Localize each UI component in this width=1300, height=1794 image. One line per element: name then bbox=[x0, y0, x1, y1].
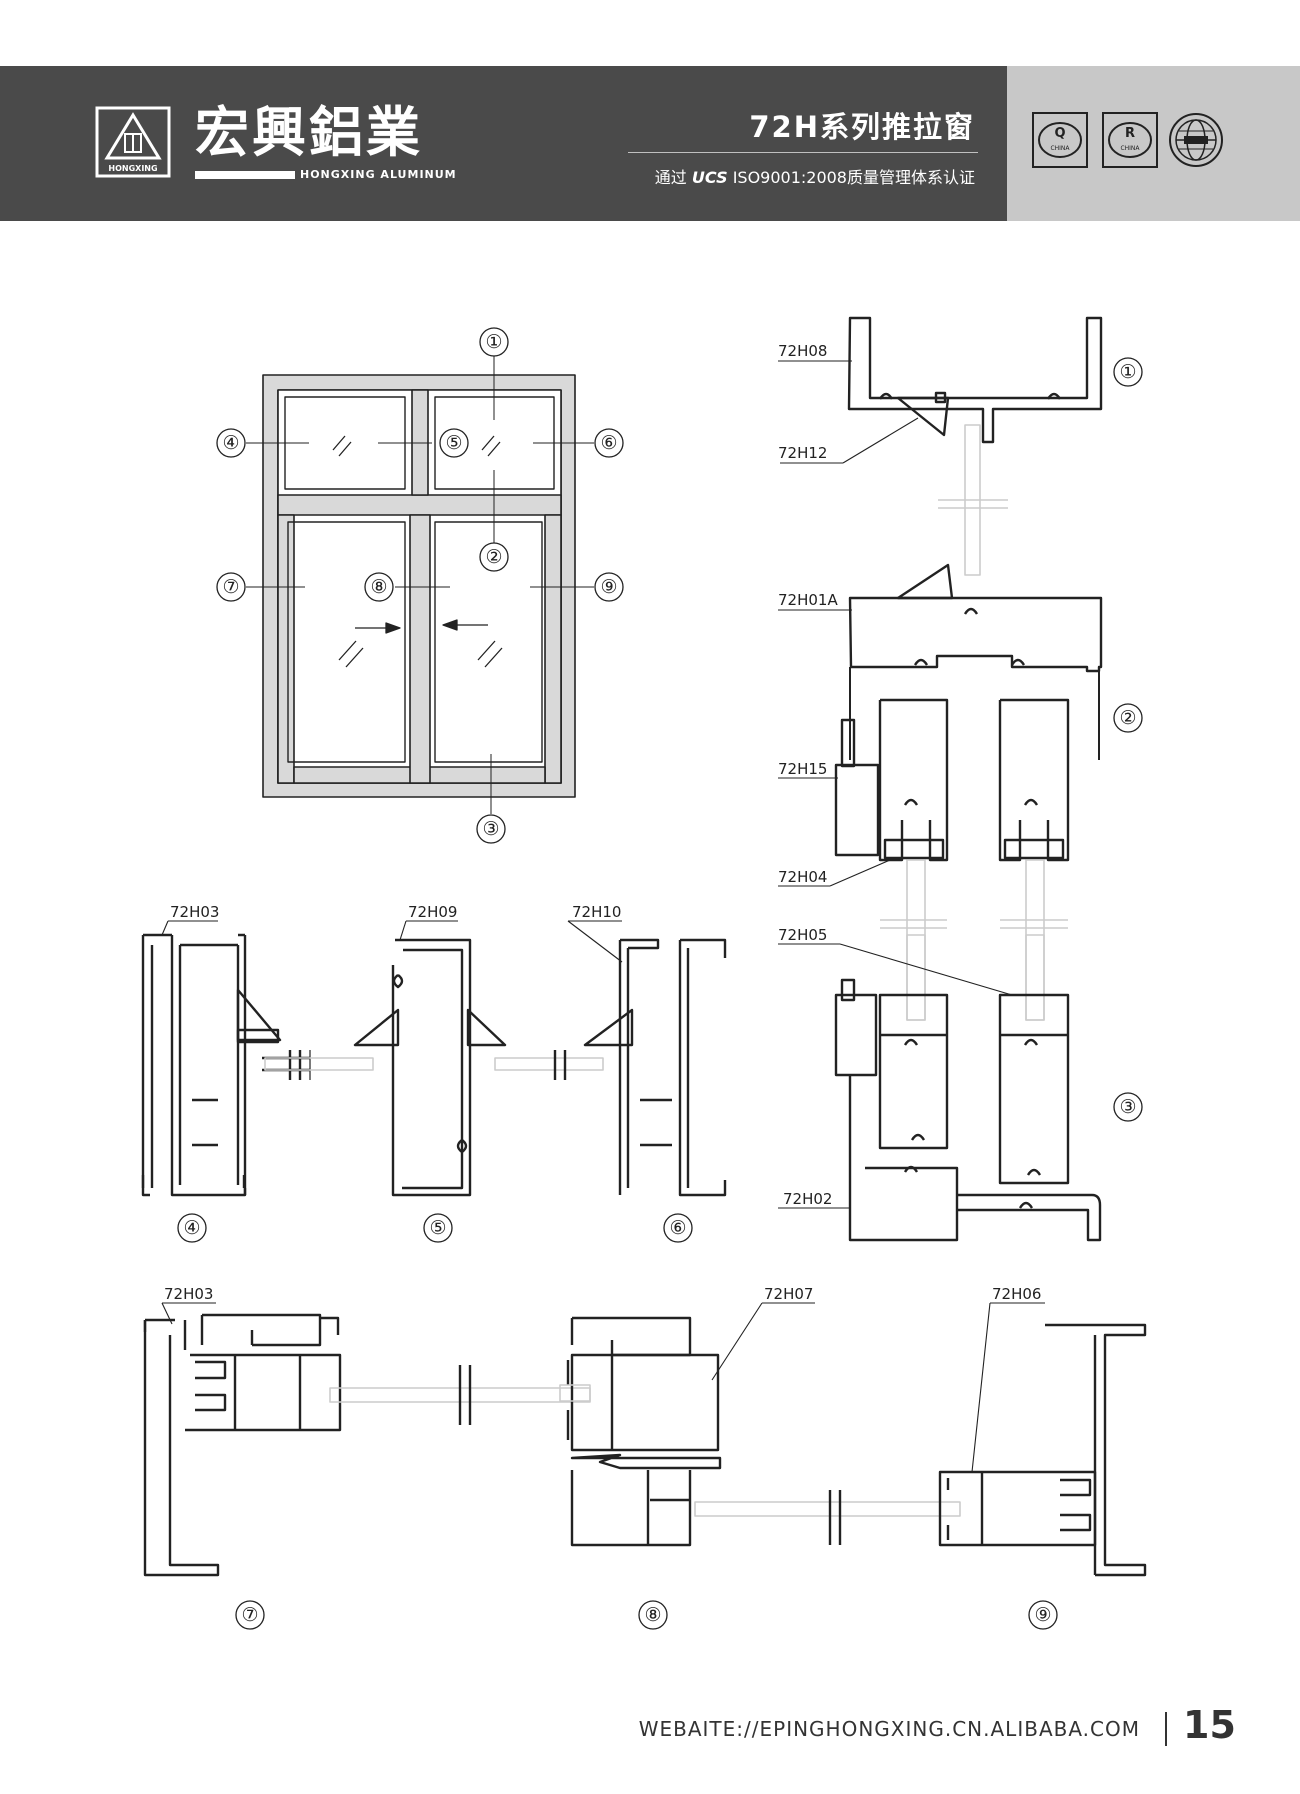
section-6 bbox=[583, 938, 727, 1197]
footer-divider bbox=[1165, 1712, 1167, 1746]
label-72h05: 72H05 bbox=[778, 926, 827, 944]
cert-prefix: 通过 bbox=[654, 168, 687, 187]
section-9 bbox=[938, 1323, 1147, 1577]
cert-suffix: ISO9001:2008质量管理体系认证 bbox=[732, 168, 975, 187]
marker-2-section: ② bbox=[1113, 703, 1143, 733]
section-8 bbox=[559, 1316, 961, 1547]
svg-text:①: ① bbox=[1119, 361, 1136, 383]
marker-6-elevation: ⑥ bbox=[594, 428, 624, 458]
label-72h01a: 72H01A bbox=[778, 591, 838, 609]
svg-text:⑦: ⑦ bbox=[222, 576, 239, 598]
footer-website: WEBAITE://EPINGHONGXING.CN.ALIBABA.COM bbox=[638, 1717, 1140, 1741]
marker-1-section: ① bbox=[1113, 357, 1143, 387]
section-7 bbox=[143, 1313, 591, 1577]
leader-lines bbox=[161, 360, 1045, 1473]
cert-brand: UCS bbox=[691, 168, 728, 187]
label-72h07: 72H07 bbox=[764, 1285, 813, 1303]
label-72h03-bottom: 72H03 bbox=[164, 1285, 213, 1303]
svg-text:⑦: ⑦ bbox=[241, 1604, 258, 1626]
svg-text:③: ③ bbox=[482, 818, 499, 840]
marker-8-section: ⑧ bbox=[638, 1600, 668, 1630]
section-4 bbox=[141, 933, 374, 1197]
svg-text:⑥: ⑥ bbox=[669, 1217, 686, 1239]
logo-text: HONGXING bbox=[108, 164, 157, 173]
marker-6-section: ⑥ bbox=[663, 1213, 693, 1243]
hongxing-logo-icon: HONGXING bbox=[95, 106, 171, 178]
registration-cert-letter: R bbox=[1125, 126, 1135, 141]
svg-text:②: ② bbox=[485, 546, 502, 568]
vertical-section bbox=[834, 316, 1103, 1242]
svg-text:⑨: ⑨ bbox=[600, 576, 617, 598]
svg-text:②: ② bbox=[1119, 707, 1136, 729]
marker-1-elevation: ① bbox=[479, 327, 509, 357]
marker-2-elevation: ② bbox=[479, 542, 509, 572]
certification-line: 通过 UCS ISO9001:2008质量管理体系认证 bbox=[655, 164, 975, 188]
title-divider bbox=[628, 152, 978, 153]
svg-text:①: ① bbox=[485, 331, 502, 353]
brand-underline bbox=[195, 171, 295, 179]
svg-text:⑧: ⑧ bbox=[644, 1604, 661, 1626]
label-72h03-top: 72H03 bbox=[170, 903, 219, 921]
label-72h15: 72H15 bbox=[778, 760, 827, 778]
label-72h10: 72H10 bbox=[572, 903, 621, 921]
section-markers: ① ② ③ ④ ⑤ ⑥ ⑦ ⑧ ⑨ ① ② ③ ④ ⑤ ⑥ ⑦ ⑧ ⑨ bbox=[177, 327, 1143, 1630]
svg-text:⑥: ⑥ bbox=[600, 432, 617, 454]
section-5 bbox=[353, 938, 604, 1197]
marker-3-elevation: ③ bbox=[476, 814, 506, 844]
label-72h12: 72H12 bbox=[778, 444, 827, 462]
svg-text:⑤: ⑤ bbox=[429, 1217, 446, 1239]
marker-9-elevation: ⑨ bbox=[594, 572, 624, 602]
window-elevation bbox=[246, 356, 594, 814]
globe-cert-icon bbox=[1169, 113, 1223, 167]
label-72h06: 72H06 bbox=[992, 1285, 1041, 1303]
product-title: 72H系列推拉窗 bbox=[749, 110, 975, 144]
brand-name-en: HONGXING ALUMINUM bbox=[300, 168, 457, 181]
registration-cert-icon: R CHINA bbox=[1102, 112, 1158, 168]
brand-name-cn: 宏興鋁業 bbox=[195, 101, 423, 164]
marker-7-section: ⑦ bbox=[235, 1600, 265, 1630]
svg-text:⑤: ⑤ bbox=[445, 432, 462, 454]
header-light-band bbox=[1007, 66, 1300, 221]
marker-4-elevation: ④ bbox=[216, 428, 246, 458]
label-72h02: 72H02 bbox=[783, 1190, 832, 1208]
label-72h04: 72H04 bbox=[778, 868, 827, 886]
marker-9-section: ⑨ bbox=[1028, 1600, 1058, 1630]
marker-5-section: ⑤ bbox=[423, 1213, 453, 1243]
quality-cert-country: CHINA bbox=[1050, 145, 1070, 152]
svg-text:④: ④ bbox=[222, 432, 239, 454]
marker-8-elevation: ⑧ bbox=[364, 572, 394, 602]
quality-cert-icon: Q CHINA bbox=[1032, 112, 1088, 168]
marker-3-section: ③ bbox=[1113, 1092, 1143, 1122]
page-header: HONGXING 宏興鋁業 HONGXING ALUMINUM 72H系列推拉窗… bbox=[0, 66, 1300, 221]
marker-5-elevation: ⑤ bbox=[439, 428, 469, 458]
label-72h08: 72H08 bbox=[778, 342, 827, 360]
marker-4-section: ④ bbox=[177, 1213, 207, 1243]
profile-labels: 72H08 72H12 72H01A 72H15 72H04 72H05 72H… bbox=[164, 342, 1041, 1303]
svg-text:⑧: ⑧ bbox=[370, 576, 387, 598]
svg-text:④: ④ bbox=[183, 1217, 200, 1239]
quality-cert-letter: Q bbox=[1054, 126, 1065, 141]
svg-text:⑨: ⑨ bbox=[1034, 1604, 1051, 1626]
marker-7-elevation: ⑦ bbox=[216, 572, 246, 602]
registration-cert-country: CHINA bbox=[1120, 145, 1140, 152]
label-72h09: 72H09 bbox=[408, 903, 457, 921]
page-number: 15 bbox=[1183, 1703, 1236, 1747]
svg-text:③: ③ bbox=[1119, 1096, 1136, 1118]
